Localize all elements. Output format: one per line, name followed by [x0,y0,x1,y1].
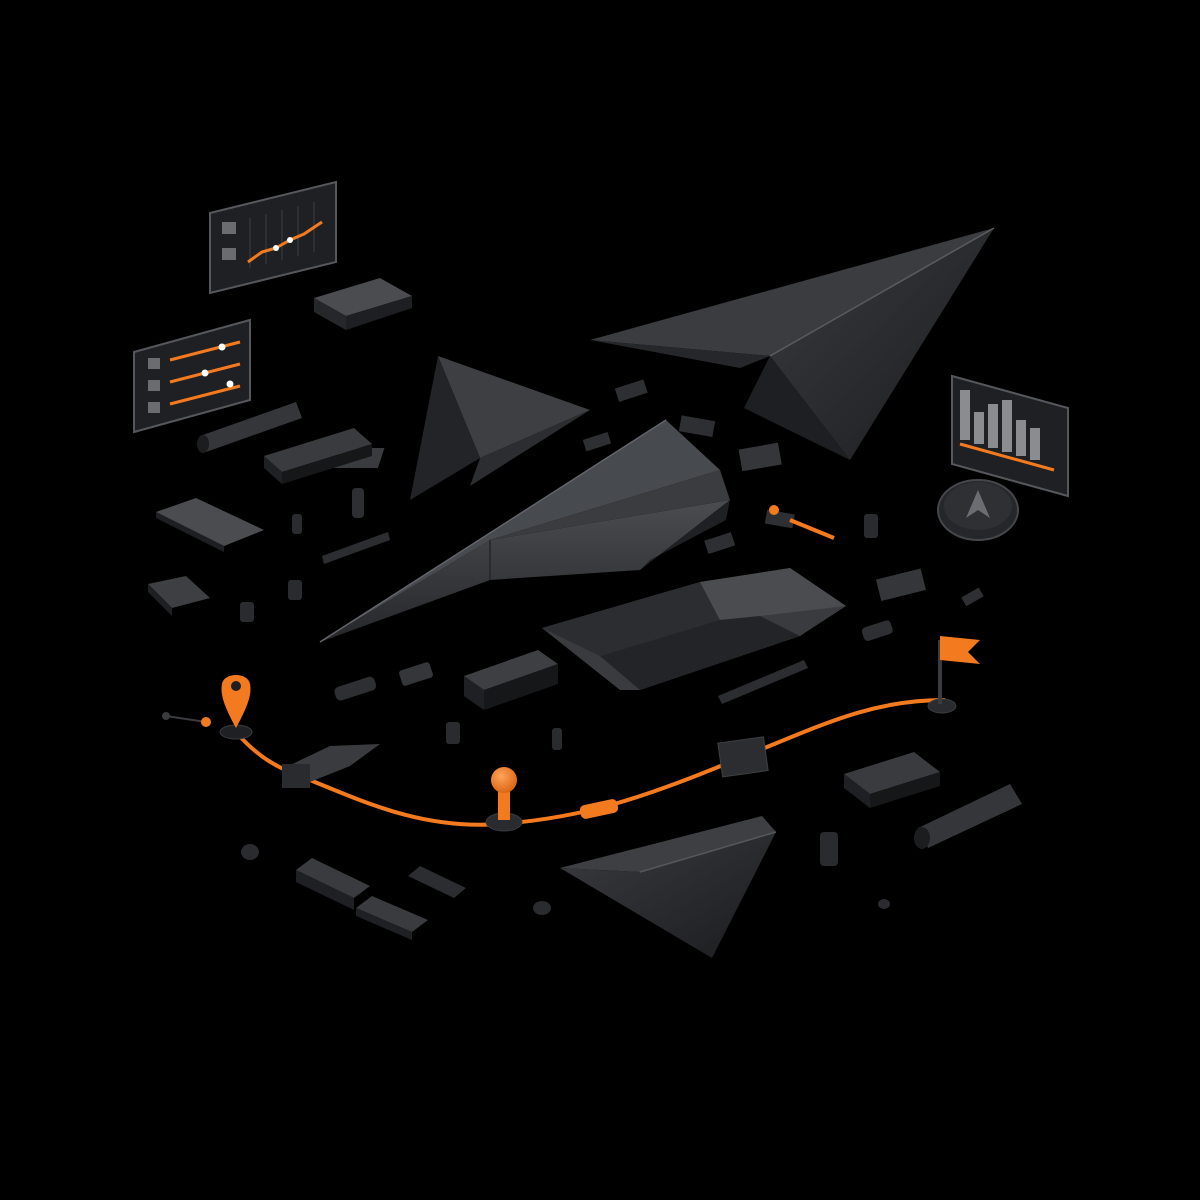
knob-waypoint-icon [485,767,523,832]
bar-part [296,858,370,910]
block-part [464,650,558,710]
flag-destination-icon [927,636,980,714]
block-part [314,278,412,330]
location-pin-icon [219,675,253,740]
small-box-part [148,576,210,616]
bar-chart-panel [951,374,1069,498]
compass-badge [937,479,1019,541]
device-part [844,752,940,808]
cylinder-part [197,402,302,453]
scattered-parts [148,278,1022,940]
paper-plane-main [319,419,730,643]
wing-piece [542,568,846,690]
orange-pointer-piece [764,505,835,540]
slider-settings-panel [133,318,251,434]
paper-plane-bottom [560,816,777,958]
bar-part [356,896,428,940]
paper-plane-small [333,356,590,500]
block-part [264,428,372,484]
paper-plane-large [590,227,995,460]
line-chart-panel [209,180,337,295]
connector-part [282,744,380,788]
connector-part [717,736,769,778]
plate-part [156,498,264,552]
route-path [162,698,946,827]
cylinder-part [914,784,1022,849]
